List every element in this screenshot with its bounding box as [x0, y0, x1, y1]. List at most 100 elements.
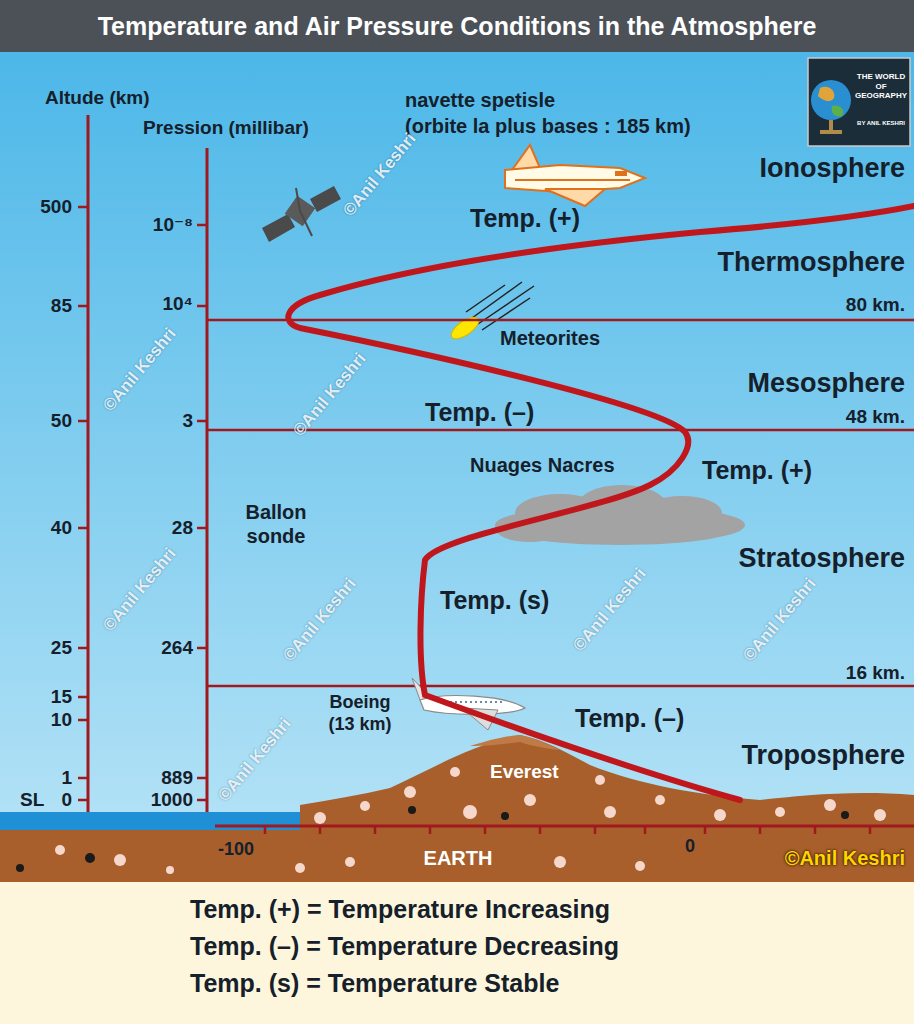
ground [408, 806, 416, 814]
space-shuttle [515, 179, 630, 181]
space-shuttle [545, 189, 605, 206]
annotation: Nuages Nacres [470, 453, 615, 477]
ground [404, 786, 416, 798]
ground [0, 812, 300, 832]
ground [501, 812, 509, 820]
tick-label: 25 [51, 637, 72, 660]
annotation: Boeing (13 km) [315, 692, 405, 735]
ground [604, 806, 616, 818]
meteorite [478, 286, 534, 324]
layer-name: Stratosphere [738, 542, 905, 574]
tick-label: -100 [218, 839, 254, 861]
boundary-label: 16 km. [846, 662, 905, 685]
title-bar [0, 0, 914, 52]
axes [197, 225, 207, 800]
ground [55, 845, 65, 855]
legend-panel: Temp. (+) = Temperature IncreasingTemp. … [0, 882, 914, 1024]
watermark: ©Anil Keshri [569, 564, 650, 655]
annotation: (orbite la plus bases : 185 km) [405, 114, 691, 138]
satellite [300, 211, 312, 236]
ground [714, 809, 726, 821]
ground [166, 866, 174, 874]
layer-name: Thermosphere [717, 246, 905, 278]
space-shuttle [505, 165, 645, 192]
watermark: ©Anil Keshri [99, 544, 180, 635]
tick-label: 0 [61, 789, 72, 812]
watermark: ©Anil Keshri [739, 574, 820, 665]
tick-label: 50 [51, 410, 72, 433]
boundary-label: 48 km. [846, 406, 905, 429]
logo-text: THE WORLD OF GEOGRAPHY [853, 72, 909, 101]
layer-name: Ionosphere [759, 152, 905, 184]
tick-label: 1000 [151, 789, 193, 812]
ground [554, 856, 566, 868]
satellite [296, 188, 300, 211]
meteorite [482, 298, 530, 330]
boundary-label: 80 km. [846, 294, 905, 317]
layer-name: Mesosphere [747, 367, 905, 399]
logo [808, 58, 910, 146]
watermark: ©Anil Keshri [99, 324, 180, 415]
temp-trend: Temp. (+) [470, 203, 580, 233]
nacreous-cloud [642, 496, 722, 530]
meteorite [466, 285, 505, 312]
logo [829, 120, 833, 130]
watermark: ©Anil Keshri [289, 349, 370, 440]
layer-name: Troposphere [741, 739, 905, 771]
copyright: ©Anil Keshri [785, 846, 905, 870]
temp-trend: Temp. (+) [702, 455, 812, 485]
temp-trend: Temp. (s) [440, 585, 549, 615]
ground [463, 805, 477, 819]
tick-label: 0 [685, 836, 695, 858]
axes [207, 319, 914, 322]
ground [595, 775, 605, 785]
temp-trend: Temp. (–) [425, 397, 534, 427]
tick-label: SL [20, 789, 44, 812]
tick-label: 1 [61, 767, 72, 790]
axes [78, 207, 88, 800]
tick-label: 85 [51, 295, 72, 318]
legend-line: Temp. (+) = Temperature Increasing [190, 891, 914, 928]
ground [655, 795, 665, 805]
ground [0, 735, 914, 882]
logo [811, 80, 851, 120]
ground [450, 767, 460, 777]
ground [775, 807, 785, 817]
logo [808, 58, 910, 146]
axes [87, 115, 90, 812]
temperature-curve [288, 206, 914, 800]
ground [295, 863, 305, 873]
ground [0, 735, 914, 882]
tick-label: 10 [51, 709, 72, 732]
ground [114, 854, 126, 866]
ground [524, 794, 536, 806]
ground [85, 853, 95, 863]
ground [841, 811, 849, 819]
watermark: ©Anil Keshri [279, 574, 360, 665]
annotation: Ballon sonde [231, 500, 321, 548]
watermark: ©Anil Keshri [339, 129, 420, 220]
tick-label: 889 [161, 767, 193, 790]
ground [314, 812, 326, 824]
logo [818, 87, 834, 101]
tick-label: 10⁴ [162, 293, 193, 316]
tick-label: 10⁻⁸ [153, 214, 193, 237]
temperature-axis [265, 826, 870, 834]
annotation: EARTH [424, 846, 493, 870]
ground [345, 857, 355, 867]
logo-text: BY ANIL KESHRI [853, 120, 909, 127]
legend-line: Temp. (s) = Temperature Stable [190, 965, 914, 1002]
axis-title: Altude (km) [45, 87, 150, 110]
legend-line: Temp. (–) = Temperature Decreasing [190, 928, 914, 965]
tick-label: 15 [51, 686, 72, 709]
axes [78, 115, 914, 830]
satellite [262, 186, 341, 242]
ground [16, 864, 24, 872]
ground [55, 767, 886, 874]
tick-label: 500 [40, 196, 72, 219]
watermark: ©Anil Keshri [214, 714, 295, 805]
temperature-axis [215, 826, 914, 834]
tick-label: 40 [51, 517, 72, 540]
ground [360, 801, 370, 811]
